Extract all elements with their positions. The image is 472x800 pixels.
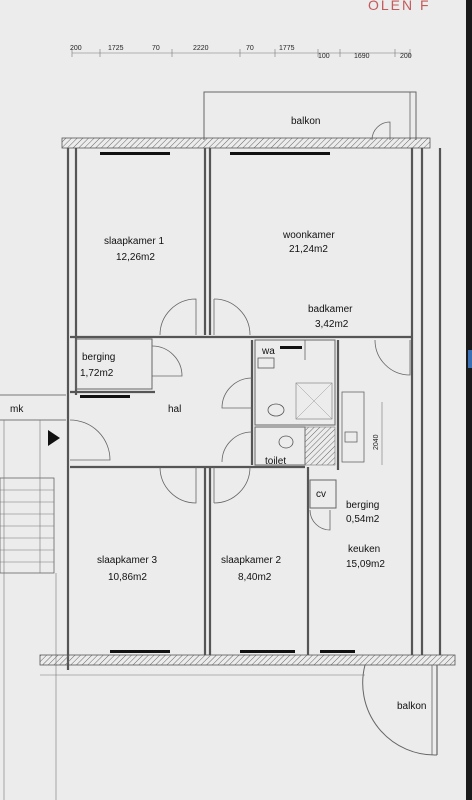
wa-sink-icon — [257, 357, 275, 369]
label-mk: mk — [10, 404, 24, 415]
cv-box — [309, 479, 337, 509]
label-toilet: toilet — [265, 456, 286, 467]
kitchen-sink-icon — [344, 431, 358, 443]
kitchen-counter — [341, 391, 365, 463]
label-balkon-top: balkon — [291, 116, 320, 127]
right-edge-tick — [468, 350, 472, 368]
dimension-line: 200 1725 70 2220 70 1775 100 1690 200 — [70, 45, 412, 60]
door-slaapkamer3 — [159, 466, 197, 504]
label-slaapkamer1: slaapkamer 1 — [104, 236, 164, 247]
vertical-dimension: 2040 — [373, 434, 380, 450]
dim-8: 1690 — [354, 53, 370, 60]
door-slaapkamer1 — [159, 298, 197, 336]
stairwell — [0, 394, 66, 800]
door-slaapkamer2 — [213, 466, 251, 504]
label-woonkamer: woonkamer — [282, 230, 335, 241]
window-slaapkamer2 — [240, 650, 295, 653]
window-keuken — [320, 650, 355, 653]
label-berging1: berging — [82, 352, 115, 363]
door-berging2 — [309, 509, 331, 531]
badkamer-sink-icon — [267, 403, 285, 417]
dim-6: 1775 — [279, 45, 295, 52]
entrance-arrow-icon — [48, 430, 60, 446]
dim-3: 70 — [152, 45, 160, 52]
dim-7: 100 — [318, 53, 330, 60]
window-woonkamer — [230, 152, 330, 155]
top-wall — [61, 137, 431, 149]
shaft-hatch — [304, 426, 336, 466]
area-woonkamer: 21,24m2 — [289, 244, 328, 255]
area-berging2: 0,54m2 — [346, 514, 380, 525]
label-wa: wa — [261, 346, 275, 357]
area-keuken: 15,09m2 — [346, 559, 385, 570]
dim-9: 200 — [400, 53, 412, 60]
window-wa — [280, 346, 302, 349]
door-toilet — [221, 431, 253, 463]
label-hal: hal — [168, 404, 181, 415]
label-badkamer: badkamer — [308, 304, 353, 315]
label-slaapkamer2: slaapkamer 2 — [221, 555, 281, 566]
window-slaapkamer3 — [110, 650, 170, 653]
window-hal — [80, 395, 130, 398]
label-balkon-bottom: balkon — [397, 701, 426, 712]
dim-5: 70 — [246, 45, 254, 52]
toilet-icon — [278, 435, 294, 449]
stamp-text: OLEN F — [368, 0, 431, 13]
door-wa — [221, 377, 253, 409]
wa-badkamer-block — [254, 339, 336, 426]
bottom-wall — [39, 654, 456, 666]
right-edge-strip — [466, 0, 472, 800]
area-slaapkamer1: 12,26m2 — [116, 252, 155, 263]
door-entrance — [69, 419, 111, 461]
label-keuken: keuken — [348, 544, 380, 555]
window-slaapkamer1 — [100, 152, 170, 155]
dim-2: 1725 — [108, 45, 124, 52]
door-woonkamer — [213, 298, 251, 336]
door-berging1 — [151, 345, 183, 377]
balcony-bottom — [362, 664, 438, 756]
area-berging1: 1,72m2 — [80, 368, 114, 379]
label-slaapkamer3: slaapkamer 3 — [97, 555, 157, 566]
label-cv: cv — [316, 489, 326, 500]
balcony-top — [203, 91, 417, 141]
area-badkamer: 3,42m2 — [315, 319, 349, 330]
label-berging2: berging — [346, 500, 379, 511]
door-keuken — [374, 339, 411, 376]
dim-1: 200 — [70, 45, 82, 52]
berging1-box — [75, 338, 153, 390]
area-slaapkamer2: 8,40m2 — [238, 572, 272, 583]
shower-icon — [295, 382, 333, 420]
area-slaapkamer3: 10,86m2 — [108, 572, 147, 583]
dim-4: 2220 — [193, 45, 209, 52]
